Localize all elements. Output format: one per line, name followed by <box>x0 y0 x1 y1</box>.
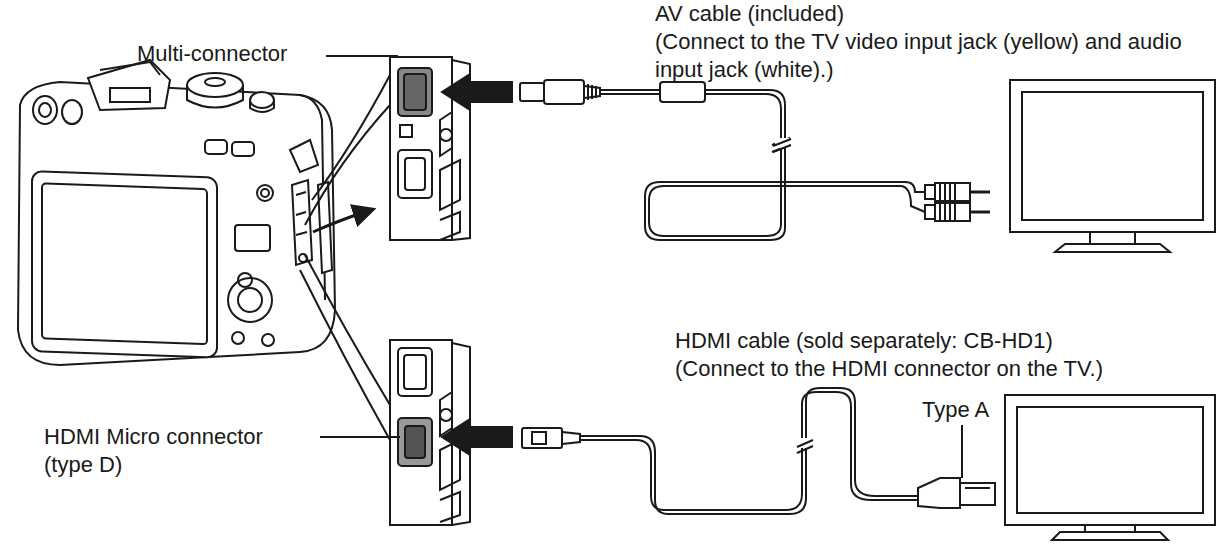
part-label: (Connect to the TV video input jack (yel… <box>655 28 1207 84</box>
part-label: AV cable (included) <box>655 0 1075 28</box>
insert-arrow <box>442 419 512 455</box>
insert-arrow <box>442 74 512 110</box>
part-label: Multi-connector <box>137 40 337 68</box>
av-cable <box>520 80 990 240</box>
leader-line <box>961 425 963 478</box>
tv <box>1005 395 1215 540</box>
leader-line <box>326 55 398 57</box>
part-label: HDMI cable (sold separately: CB-HD1) <box>675 327 1195 355</box>
tv <box>1010 80 1215 252</box>
part-label: Type A <box>922 396 1022 424</box>
part-label: (Connect to the HDMI connector on the TV… <box>675 355 1205 383</box>
part-label: HDMI Micro connector (type D) <box>44 423 316 479</box>
leader-line <box>320 436 400 438</box>
